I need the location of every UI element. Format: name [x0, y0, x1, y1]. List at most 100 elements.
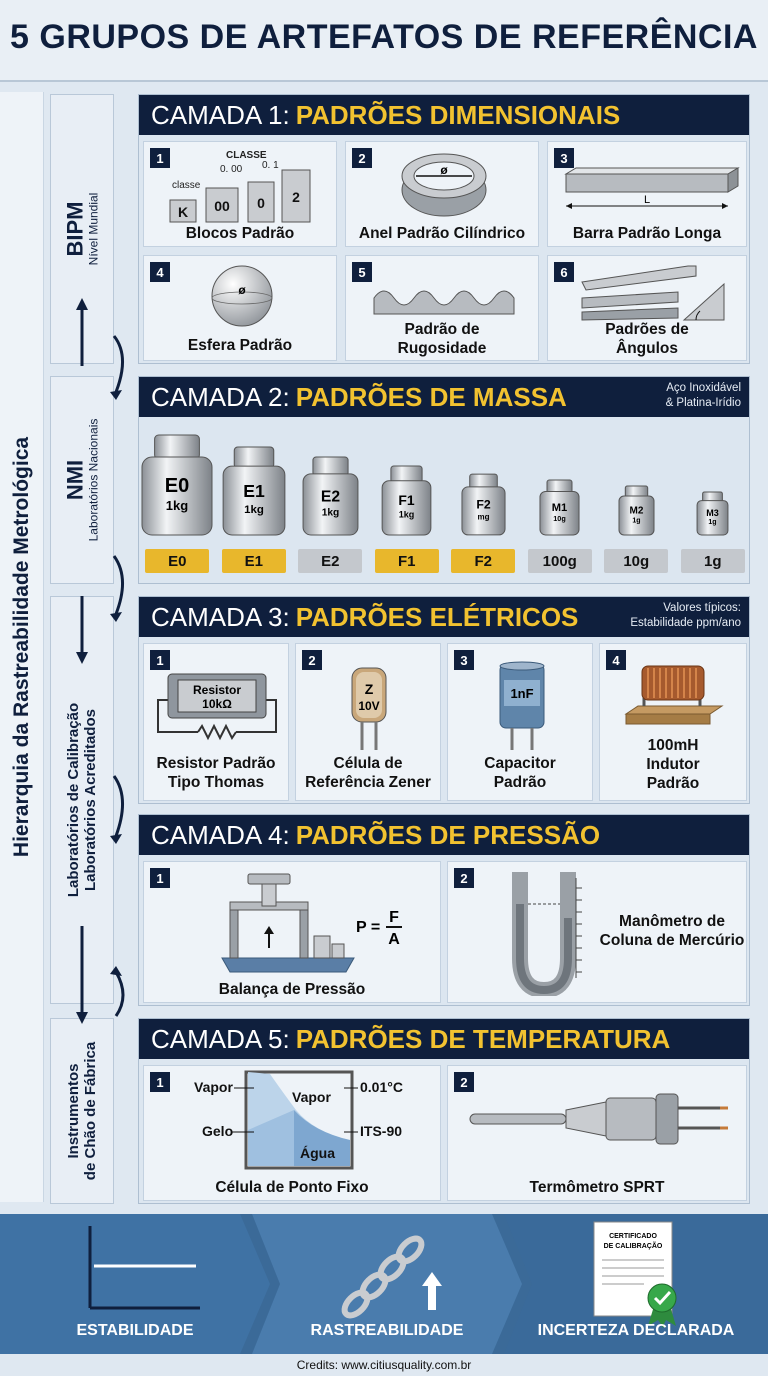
label-000: 0. 00: [220, 164, 243, 175]
block-00-label: 00: [214, 198, 230, 214]
section-prefix: CAMADA 4:: [151, 819, 290, 850]
section-dimensional: CAMADA 1: PADRÕES DIMENSIONAIS 1 CLASSE …: [138, 94, 750, 364]
card-resistor: 1 Resistor 10kΩ Resistor Padrão Tipo Tho…: [143, 643, 289, 801]
label-classe: classe: [172, 180, 201, 191]
item-number: 4: [150, 262, 170, 282]
section-note: Aço Inoxidável & Platina-Irídio: [666, 381, 741, 411]
section-mass: CAMADA 2: PADRÕES DE MASSA Aço Inoxidáve…: [138, 376, 750, 584]
resistor-illustration: Resistor 10kΩ: [157, 673, 277, 741]
page-title: 5 GRUPOS DE ARTEFATOS DE REFERÊNCIA: [10, 18, 758, 56]
card-pressure-balance: 1 P = F A Balança de Pressão: [143, 861, 441, 1003]
weight-code: E0: [165, 475, 189, 497]
item-caption: Esfera Padrão: [187, 337, 293, 354]
card-roughness: 5 Padrão de Rugosidade: [345, 255, 539, 361]
weight-mass: mg: [477, 512, 489, 521]
resistor-value: 10kΩ: [202, 697, 232, 711]
section-header: CAMADA 1: PADRÕES DIMENSIONAIS: [139, 95, 749, 135]
card-fixed-point-cell: 1 Vapor Vapor 0.01°C Gelo ITS-90 Água Cé…: [143, 1065, 441, 1201]
item-caption: Célula de Ponto Fixo: [215, 1179, 369, 1196]
weight-code: E2: [321, 489, 340, 506]
level-line1: Instrumentos: [64, 1063, 82, 1159]
label-01: 0. 1: [262, 160, 279, 171]
item-caption-line2: Padrão: [646, 775, 700, 792]
level-line2: de Chão de Fábrica: [82, 1041, 99, 1181]
hierarchy-arrows: [76, 298, 125, 1024]
item-caption-line2: Tipo Thomas: [167, 774, 265, 791]
label-water: Água: [300, 1145, 335, 1161]
weight-code: F1: [399, 492, 415, 508]
weight-knob: [233, 446, 275, 469]
credits: Credits: www.citiusquality.com.br: [296, 1358, 472, 1372]
weight-mass: 1g: [632, 518, 640, 525]
formula-lhs: P =: [356, 919, 380, 936]
title-bar: 5 GRUPOS DE ARTEFATOS DE REFERÊNCIA: [0, 0, 768, 82]
length-symbol: L: [644, 194, 650, 206]
item-caption-line1: Resistor Padrão: [156, 755, 276, 772]
weight-knob: [312, 456, 349, 477]
item-caption-line1: Capacitor: [484, 755, 556, 772]
item-caption-line0: 100mH: [647, 737, 699, 754]
stability-graph-icon: [0, 1214, 270, 1354]
formula-numerator: F: [389, 909, 399, 926]
section-title: PADRÕES DIMENSIONAIS: [295, 99, 621, 130]
weight-body: [141, 456, 213, 536]
item-number: 4: [606, 650, 626, 670]
item-number: 1: [150, 868, 170, 888]
section-header: CAMADA 5: PADRÕES DE TEMPERATURA: [139, 1019, 749, 1059]
item-number: 5: [352, 262, 372, 282]
weight-class-label: E0: [145, 549, 210, 573]
section-title: PADRÕES DE MASSA: [295, 381, 567, 412]
weight-class-label: 10g: [604, 549, 669, 573]
level-sub: Nível Mundial: [86, 192, 101, 266]
block-k-label: K: [178, 204, 188, 220]
weight-mass: 10g: [553, 514, 566, 523]
weight-code: E1: [243, 481, 265, 501]
item-number: 2: [454, 1072, 474, 1092]
stability-panel: ESTABILIDADE: [0, 1214, 270, 1354]
diameter-symbol: ø: [440, 163, 448, 177]
weight-mass: 1kg: [399, 509, 415, 519]
weight-body: [302, 473, 359, 536]
label-temperature: 0.01°C: [360, 1079, 403, 1095]
bottom-label: RASTREABILIDADE: [310, 1322, 464, 1339]
item-caption: Anel Padrão Cilíndrico: [358, 225, 526, 242]
item-caption: Termômetro SPRT: [529, 1179, 665, 1196]
section-header: CAMADA 4: PADRÕES DE PRESSÃO: [139, 815, 749, 855]
weight-body: [461, 486, 506, 536]
gauge-blocks-illustration: CLASSE classe 0. 00 0. 1 K 00 0 2: [169, 150, 311, 223]
section-prefix: CAMADA 1:: [151, 99, 290, 130]
item-caption-line1: Indutor: [646, 756, 700, 773]
roughness-illustration: [373, 290, 515, 315]
weight-body: [696, 500, 729, 536]
label-its90: ITS-90: [360, 1123, 402, 1139]
section-prefix: CAMADA 3:: [151, 601, 290, 632]
note-line2: Estabilidade ppm/ano: [630, 617, 741, 629]
card-manometer: 2 Manômetro de Coluna de Mercúrio: [447, 861, 747, 1003]
formula-denominator: A: [388, 931, 400, 948]
section-header: CAMADA 2: PADRÕES DE MASSA Aço Inoxidáve…: [139, 377, 749, 417]
capacitor-value: 1nF: [510, 686, 533, 701]
angle-blocks-illustration: [581, 265, 725, 321]
weight-mass: 1kg: [166, 498, 188, 513]
label-classe-top: CLASSE: [226, 150, 267, 161]
card-capacitor: 3 1nF Capacitor Padrão: [447, 643, 593, 801]
item-number: 6: [554, 262, 574, 282]
weight-body: [381, 479, 432, 536]
weight-mass: 1kg: [322, 508, 340, 519]
item-number: 1: [150, 148, 170, 168]
item-caption: Balança de Pressão: [218, 981, 366, 998]
bottom-label: ESTABILIDADE: [76, 1322, 194, 1339]
diameter-symbol: ø: [238, 283, 246, 297]
item-number: 3: [454, 650, 474, 670]
card-gauge-blocks: 1 CLASSE classe 0. 00 0. 1 K 00 0 2 Bloc…: [143, 141, 337, 247]
block-2-label: 2: [292, 189, 300, 205]
weight-code: M1: [552, 502, 567, 514]
section-title: PADRÕES DE TEMPERATURA: [295, 1023, 671, 1054]
